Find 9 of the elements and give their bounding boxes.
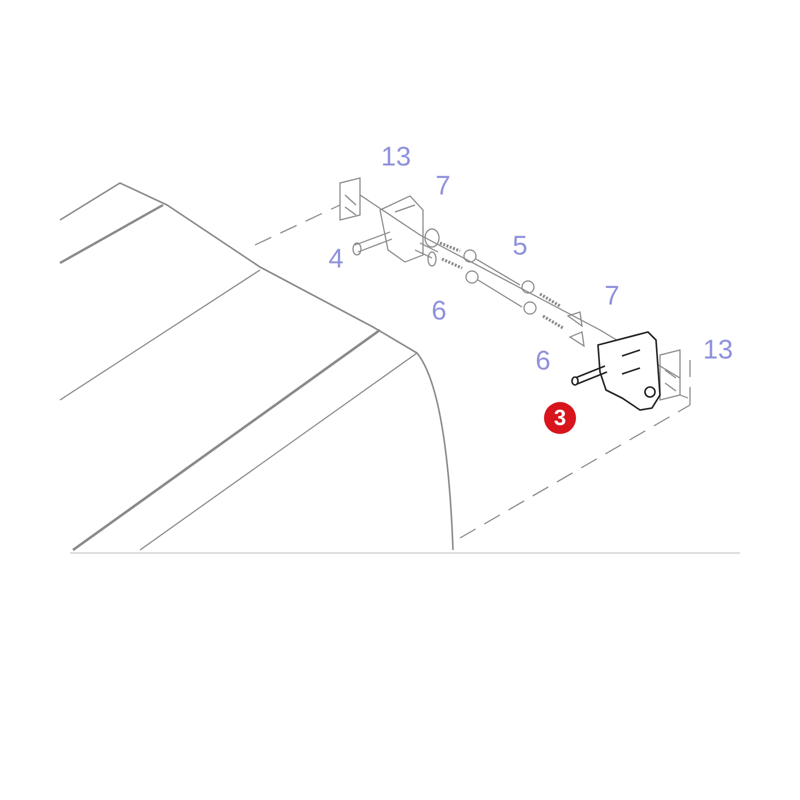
- callout-number: 6: [535, 348, 551, 374]
- callout-number: 7: [435, 172, 451, 200]
- callout-number: 4: [328, 246, 344, 272]
- callout-number: 13: [702, 336, 734, 364]
- callout-number: 5: [512, 232, 528, 260]
- callout-number: 6: [431, 298, 447, 324]
- callout-number: 3: [544, 402, 576, 434]
- callout-number: 13: [380, 144, 412, 170]
- callout-number: 7: [604, 282, 620, 310]
